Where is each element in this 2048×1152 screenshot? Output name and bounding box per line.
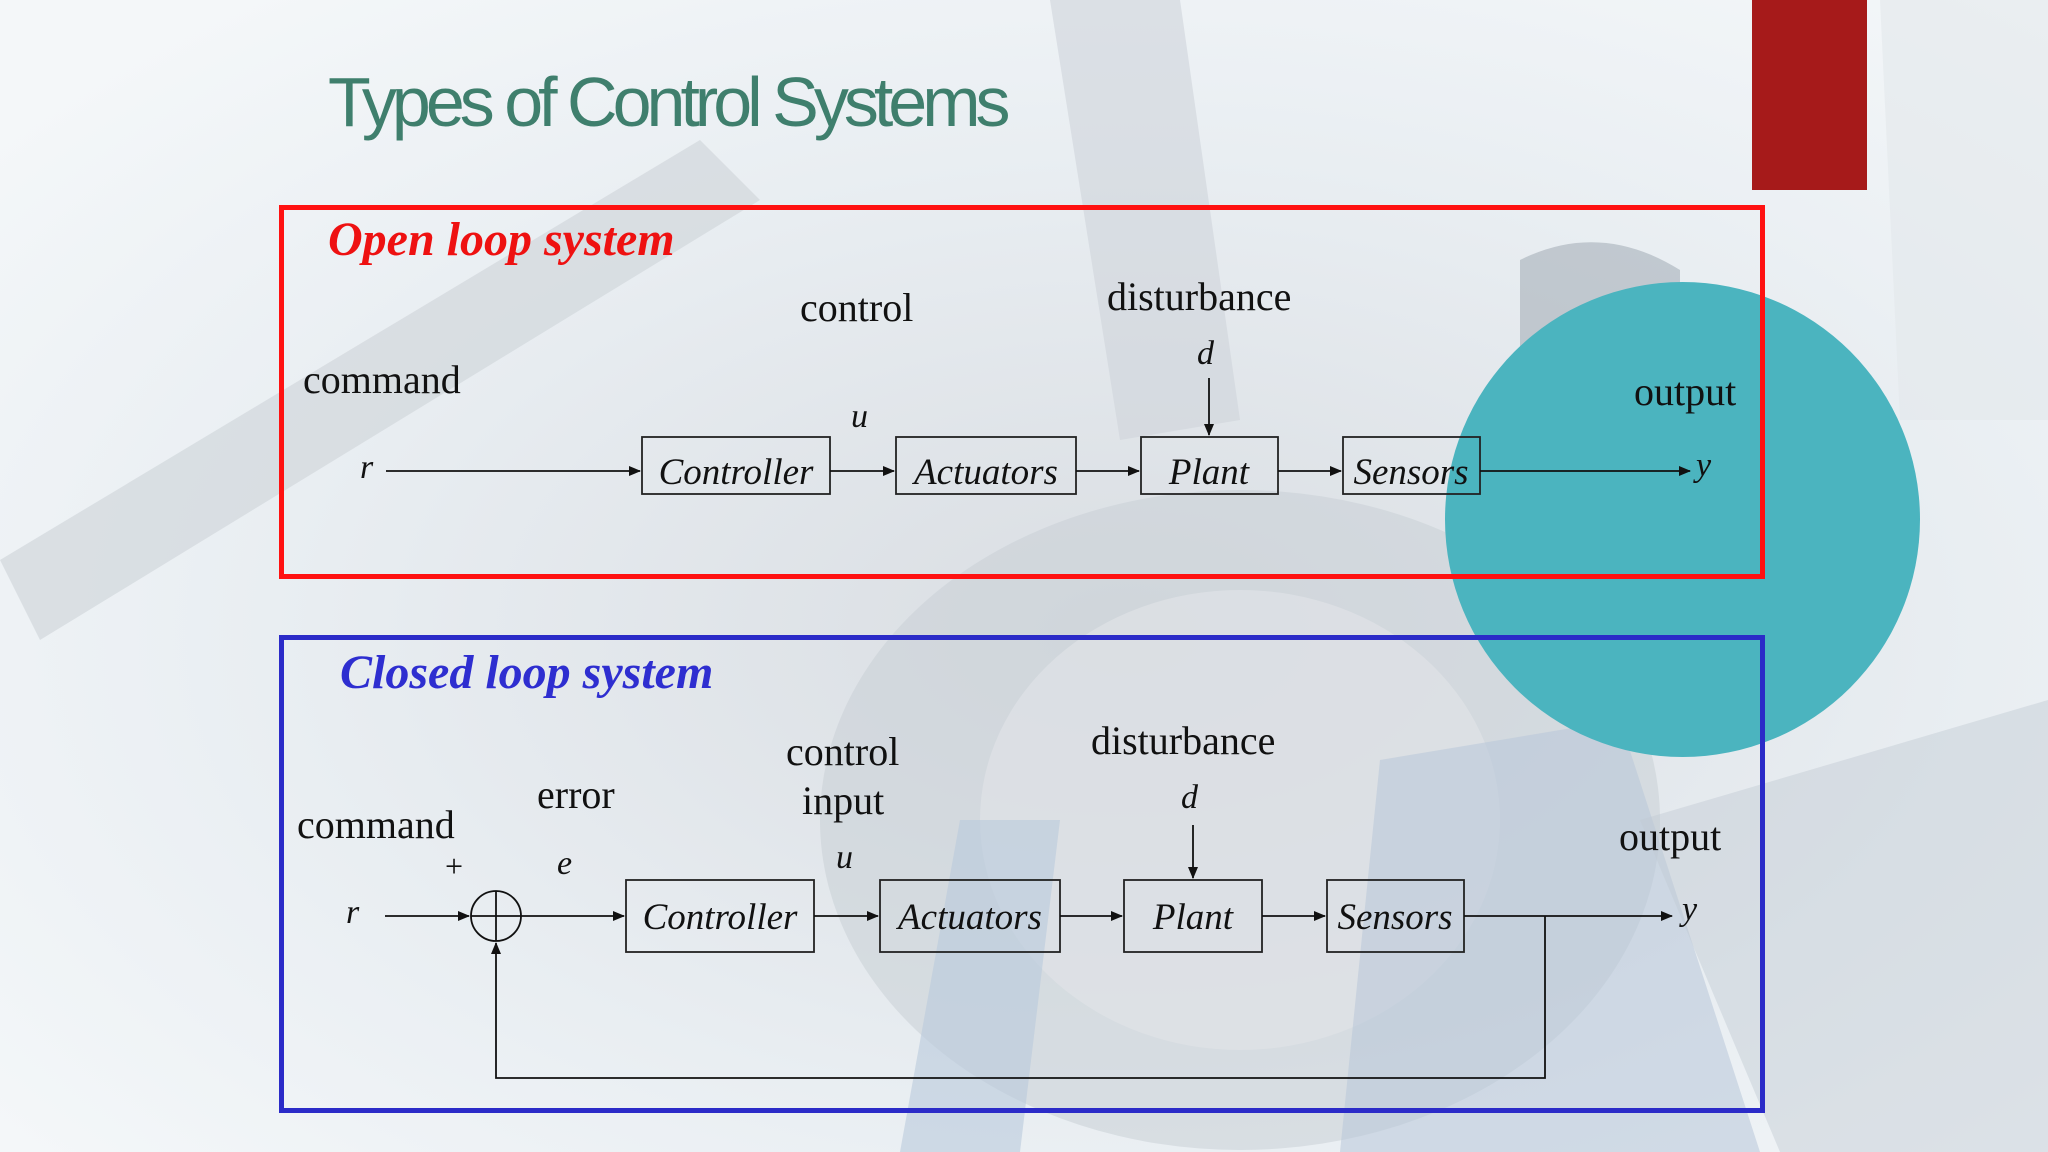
- open-plant-block: [1140, 436, 1279, 495]
- closed-plant-label: Plant: [1152, 897, 1235, 938]
- closed-controller-label: Controller: [643, 897, 798, 938]
- open-var-u: u: [851, 398, 868, 435]
- open-output-label: output: [1634, 369, 1736, 414]
- closed-control-label: control: [786, 729, 899, 774]
- open-sensors-block: [1342, 436, 1481, 495]
- open-controller-block: [641, 436, 831, 495]
- closed-var-e: e: [557, 845, 572, 882]
- open-control-label: control: [800, 285, 913, 330]
- closed-var-y: y: [1679, 891, 1698, 928]
- open-sensors-label: Sensors: [1353, 452, 1468, 493]
- closed-loop-diagram: command error control input disturbance …: [297, 718, 1721, 1079]
- feedback-path: [491, 916, 1546, 1079]
- open-command-label: command: [303, 357, 461, 402]
- open-plant-label: Plant: [1168, 452, 1251, 493]
- slide-title: Types of Control Systems: [328, 63, 1011, 141]
- closed-loop-frame: [279, 635, 1765, 1113]
- open-loop-frame: [279, 205, 1765, 579]
- sum-plus-sign: +: [445, 848, 463, 884]
- decorative-circle: [1445, 282, 1920, 757]
- accent-tab: [1752, 0, 1867, 190]
- open-actuators-block: [895, 436, 1077, 495]
- closed-disturbance-label: disturbance: [1091, 718, 1275, 763]
- closed-var-d: d: [1181, 779, 1199, 816]
- closed-error-label: error: [537, 772, 615, 817]
- closed-output-label: output: [1619, 814, 1721, 859]
- open-disturbance-label: disturbance: [1107, 274, 1291, 319]
- closed-input-label: input: [802, 778, 884, 823]
- open-var-r: r: [360, 449, 374, 486]
- open-loop-diagram: command control disturbance output r u d…: [303, 274, 1736, 495]
- open-var-y: y: [1693, 447, 1712, 484]
- closed-actuators-label: Actuators: [895, 897, 1042, 938]
- closed-var-r: r: [346, 894, 360, 931]
- open-actuators-label: Actuators: [911, 452, 1058, 493]
- open-controller-label: Controller: [659, 452, 814, 493]
- closed-sensors-label: Sensors: [1337, 897, 1452, 938]
- open-var-d: d: [1197, 335, 1215, 372]
- open-loop-title: Open loop system: [328, 213, 675, 266]
- closed-command-label: command: [297, 802, 455, 847]
- closed-loop-title: Closed loop system: [340, 646, 714, 699]
- closed-var-u: u: [836, 839, 853, 876]
